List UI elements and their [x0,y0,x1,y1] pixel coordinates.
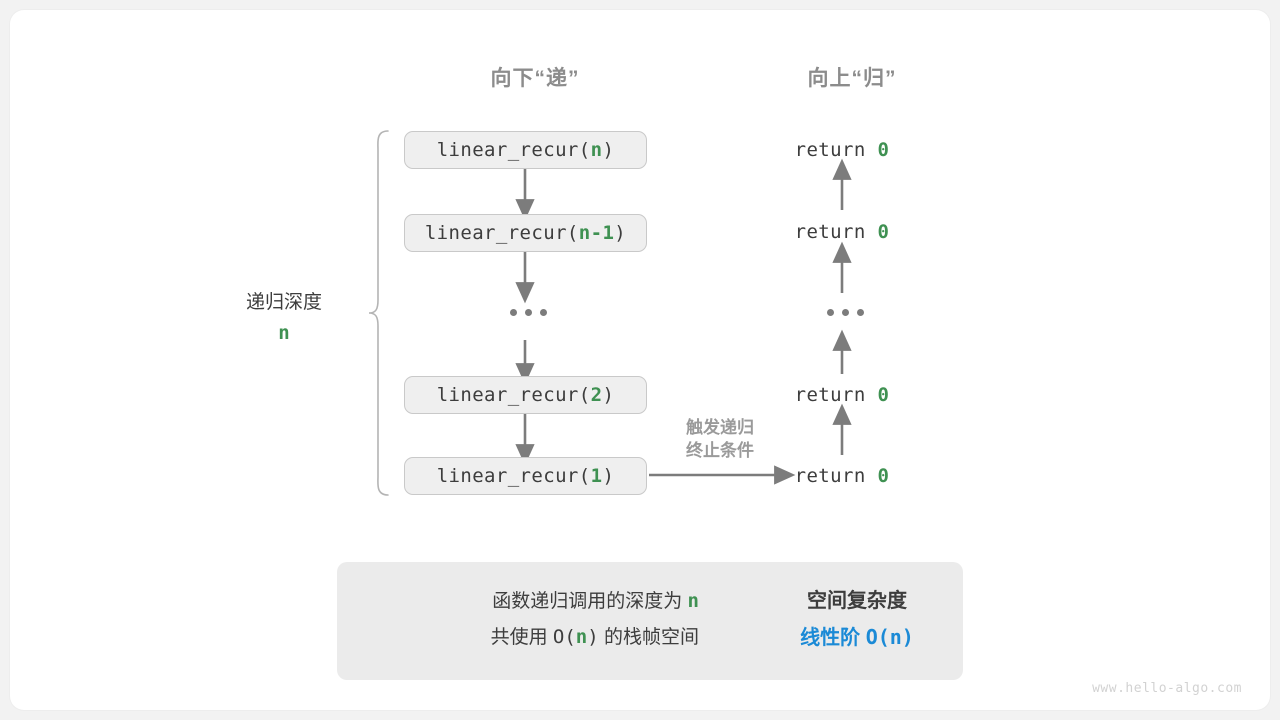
call-frame-1-label: linear_recur(n-1) [424,222,627,244]
summary-line-2: 共使用 O(n) 的栈帧空间 [490,626,699,648]
summary-panel: 函数递归调用的深度为 n 共使用 O(n) 的栈帧空间 空间复杂度 线性阶 O(… [337,562,963,680]
return-4: return 0 [794,465,890,487]
termination-note: 触发递归 终止条件 [650,416,790,462]
call-frame-0-label: linear_recur(n) [436,139,615,161]
call-frame-3-label: linear_recur(2) [436,384,615,406]
return-3: return 0 [794,384,890,406]
summary-line-1: 函数递归调用的深度为 n [492,590,699,612]
termination-note-line1: 触发递归 [686,418,754,437]
recursion-depth-label: 递归深度 n [194,288,374,348]
return-0: return 0 [794,139,890,161]
termination-note-line2: 终止条件 [686,441,754,460]
result-value: 线性阶 O(n) [800,625,914,649]
return-1: return 0 [794,221,890,243]
header-ascend: 向上“归” [807,67,897,90]
call-frame-1[interactable]: linear_recur(n-1) [404,214,647,252]
result-title: 空间复杂度 [807,590,907,612]
header-descend: 向下“递” [490,67,580,90]
call-frame-4[interactable]: linear_recur(1) [404,457,647,495]
call-frame-4-label: linear_recur(1) [436,465,615,487]
recursion-depth-value: n [278,322,290,344]
call-frame-3[interactable]: linear_recur(2) [404,376,647,414]
diagram-card: 向下“递” 向上“归” 递归深度 n linear_recur(n) linea… [10,10,1270,710]
call-frame-0[interactable]: linear_recur(n) [404,131,647,169]
watermark: www.hello-algo.com [1092,681,1242,696]
return-ellipsis [827,309,864,316]
recursion-depth-text: 递归深度 [245,292,322,313]
call-stack-ellipsis [510,309,547,316]
